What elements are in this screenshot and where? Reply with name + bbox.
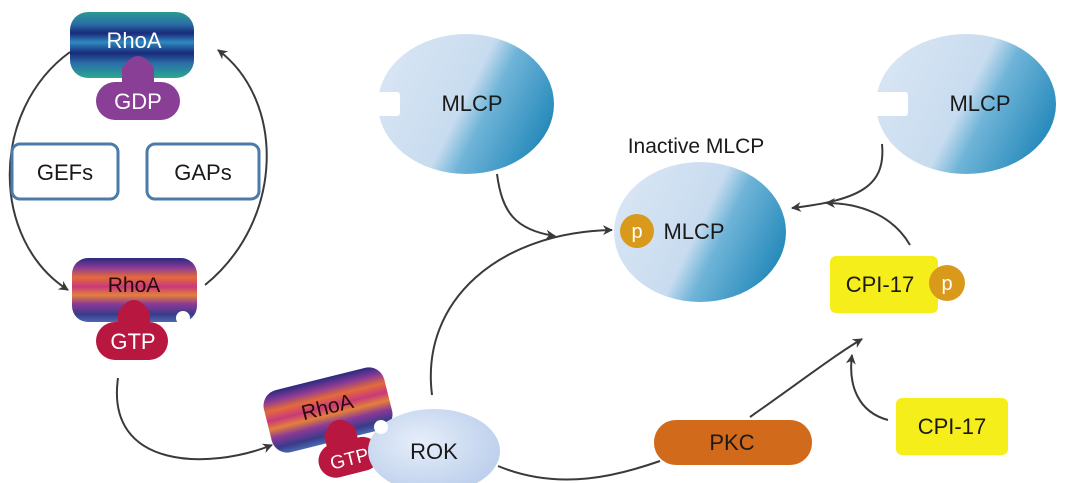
gefs-label: GEFs	[37, 160, 93, 185]
pkc-node: PKC	[654, 420, 812, 465]
arrow-cpi17p-to-inactive	[825, 198, 911, 246]
phospho-mlcp-badge	[620, 214, 654, 248]
gdp-badge	[96, 82, 180, 120]
inactive-mlcp-node: p MLCP	[614, 162, 786, 302]
rhoa-gdp-label: RhoA	[106, 28, 161, 53]
arrow-cpi17-to-cpi17p	[845, 354, 889, 421]
gtp-badge	[96, 322, 168, 360]
arrows	[8, 49, 911, 481]
gdp-knob	[122, 56, 154, 88]
arrow-gtp-to-rok-complex	[115, 377, 273, 461]
arrow-gdp-to-gtp	[8, 51, 71, 291]
gtp-label: GTP	[110, 329, 155, 354]
gdp-label: GDP	[114, 89, 162, 114]
rok-node	[368, 409, 500, 483]
mlcp-right-label: MLCP	[949, 91, 1010, 116]
pkc-label: PKC	[709, 430, 754, 455]
phospho-cpi17-badge	[929, 265, 965, 301]
inactive-mlcp-title: Inactive MLCP	[628, 135, 765, 158]
gtp-bottom-badge	[318, 436, 380, 478]
phospho-cpi17-label: p	[941, 273, 952, 295]
mlcp-left-notch	[372, 92, 400, 116]
rhoa-gdp-complex: RhoA GDP	[70, 12, 194, 120]
arrow-pkc-to-cpi17p	[749, 338, 863, 418]
arrow-mlcp-right-to-inactive	[791, 143, 884, 212]
rhoa-gtp-complex: RhoA GTP	[72, 258, 197, 360]
arrow-mlcp-left-to-inactive	[496, 173, 556, 240]
cpi17-node: CPI-17	[896, 398, 1008, 455]
cpi17-label: CPI-17	[918, 414, 986, 439]
arrow-rok-to-pkc	[497, 460, 661, 481]
cpi17-phospho-node: p CPI-17	[830, 256, 965, 313]
cpi17-phospho-label: CPI-17	[846, 272, 914, 297]
mlcp-left-label: MLCP	[441, 91, 502, 116]
rok-notch	[374, 420, 388, 434]
gefs-box: GEFs	[10, 142, 120, 201]
gaps-label: GAPs	[174, 160, 231, 185]
mlcp-right-node: MLCP	[868, 34, 1056, 174]
mlcp-left-node: MLCP	[372, 34, 554, 174]
rhoa-gtp-bottom-block	[263, 367, 393, 453]
inactive-mlcp-label: MLCP	[663, 219, 724, 244]
rhoa-gtp-block	[72, 258, 197, 322]
rhoa-gtp-label: RhoA	[108, 274, 161, 297]
rhoa-gtp-notch	[176, 311, 190, 325]
rhoa-gtp-rok-complex: RhoA GTP ROK	[263, 367, 500, 483]
rhoa-gdp-block	[70, 12, 194, 78]
arrow-rok-to-inactive-mlcp	[429, 225, 613, 396]
phospho-mlcp-label: p	[631, 221, 642, 243]
gaps-box: GAPs	[145, 142, 261, 201]
arrow-gtp-to-gdp	[204, 49, 268, 286]
mlcp-right-notch	[868, 92, 908, 116]
rok-label: ROK	[410, 439, 458, 464]
